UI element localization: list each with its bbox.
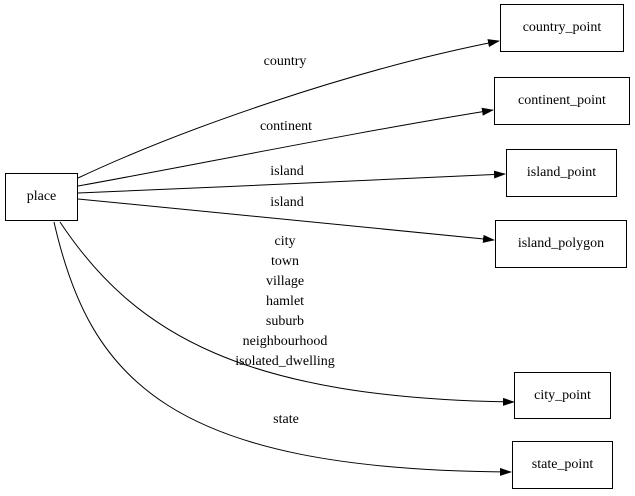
edge-label-city-group: city town village hamlet suburb neighbou… [235,234,335,369]
node-city-point: city_point [514,372,611,419]
node-island-polygon-label: island_polygon [517,236,605,251]
node-country-point: country_point [500,4,624,52]
node-city-point-label: city_point [534,387,591,403]
node-continent-point: continent_point [494,77,630,125]
node-state-point-label: state_point [531,457,594,472]
edge-paths [53,39,515,476]
node-country-point-label: country_point [522,20,602,35]
node-continent-point-label: continent_point [518,93,606,108]
node-place: place [5,173,78,221]
edge-label-island-point: island [270,164,304,179]
edge-label-continent: continent [259,119,313,134]
edge-place-to-city_point [59,221,515,406]
edge-place-to-island_polygon [77,198,495,243]
edge-place-to-island_point [77,170,506,194]
node-island-point-label: island_point [526,165,597,180]
edge-label-state: state [273,412,299,427]
edge-label-country: country [263,54,307,69]
node-place-label: place [26,189,57,204]
node-island-polygon: island_polygon [495,220,627,268]
node-state-point: state_point [512,441,613,489]
edge-place-to-state_point [53,221,512,476]
node-island-point: island_point [506,149,617,197]
edge-place-to-continent_point [77,107,494,187]
edge-place-to-country_point [77,39,500,179]
edge-label-island-polygon: island [270,195,304,210]
